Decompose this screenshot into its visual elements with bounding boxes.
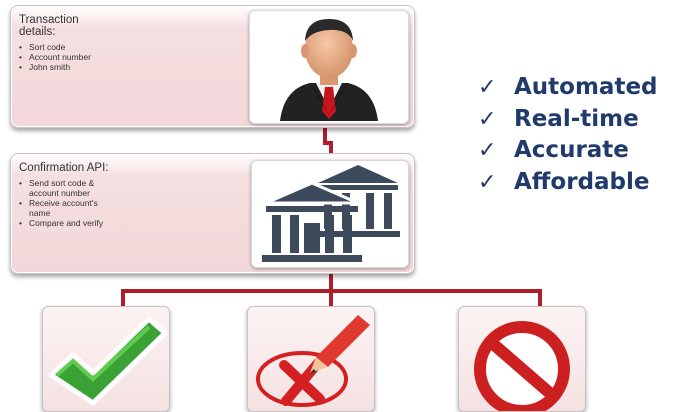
benefit-label: Automated (514, 74, 658, 100)
checkmark-icon: ✓ (478, 169, 497, 195)
checkmark-icon: ✓ (478, 106, 497, 132)
list-item: John smith (19, 62, 129, 72)
benefit-item: ✓ Real-time (478, 104, 658, 136)
connector-top-elbow (323, 141, 333, 145)
benefit-label: Real-time (514, 105, 639, 132)
connector-left (121, 289, 125, 307)
confirmation-api-title: Confirmation API: (19, 162, 109, 174)
list-item: Compare and verify (19, 218, 119, 228)
list-item: Send sort code & account number (19, 178, 119, 198)
checkmark-icon: ✓ (478, 75, 497, 100)
result-box-rejected (247, 306, 375, 412)
red-x-icon (256, 315, 370, 407)
benefit-item: ✓ Affordable (478, 167, 658, 199)
benefit-item: ✓ Automated (478, 72, 658, 104)
benefits-list: ✓ Automated ✓ Real-time ✓ Accurate ✓ Afforda… (478, 72, 658, 198)
transaction-details-box: Transaction details: Sort code Account n… (10, 5, 415, 128)
benefit-item: ✓ Accurate (478, 135, 658, 167)
bank-image-panel (251, 160, 409, 268)
prohibited-icon (474, 321, 570, 411)
transaction-details-list: Sort code Account number John smith (19, 42, 129, 72)
transaction-details-text: Transaction details: Sort code Account n… (19, 14, 129, 72)
list-item: Account number (19, 52, 129, 62)
connector-right (538, 289, 542, 307)
confirmation-api-box: Confirmation API: Send sort code & accou… (10, 153, 415, 274)
checkmark-icon: ✓ (478, 138, 497, 163)
connector-top-lower (329, 141, 333, 153)
person-image-panel (249, 10, 409, 124)
confirmation-api-list: Send sort code & account number Receive … (19, 178, 119, 228)
result-box-approved (42, 306, 170, 412)
connector-top (323, 126, 327, 144)
result-box-blocked (458, 306, 586, 412)
list-item: Receive account's name (19, 198, 119, 218)
bank-buildings-icon (262, 165, 400, 262)
businessman-icon (280, 19, 378, 121)
benefit-label: Accurate (514, 137, 629, 163)
green-checkmark-icon (48, 316, 168, 406)
confirmation-api-text: Confirmation API: Send sort code & accou… (19, 162, 129, 228)
connector-center (329, 289, 333, 307)
connector-mid (329, 272, 333, 292)
benefit-label: Affordable (514, 168, 650, 195)
transaction-details-title: Transaction details: (19, 14, 79, 38)
list-item: Sort code (19, 42, 129, 52)
